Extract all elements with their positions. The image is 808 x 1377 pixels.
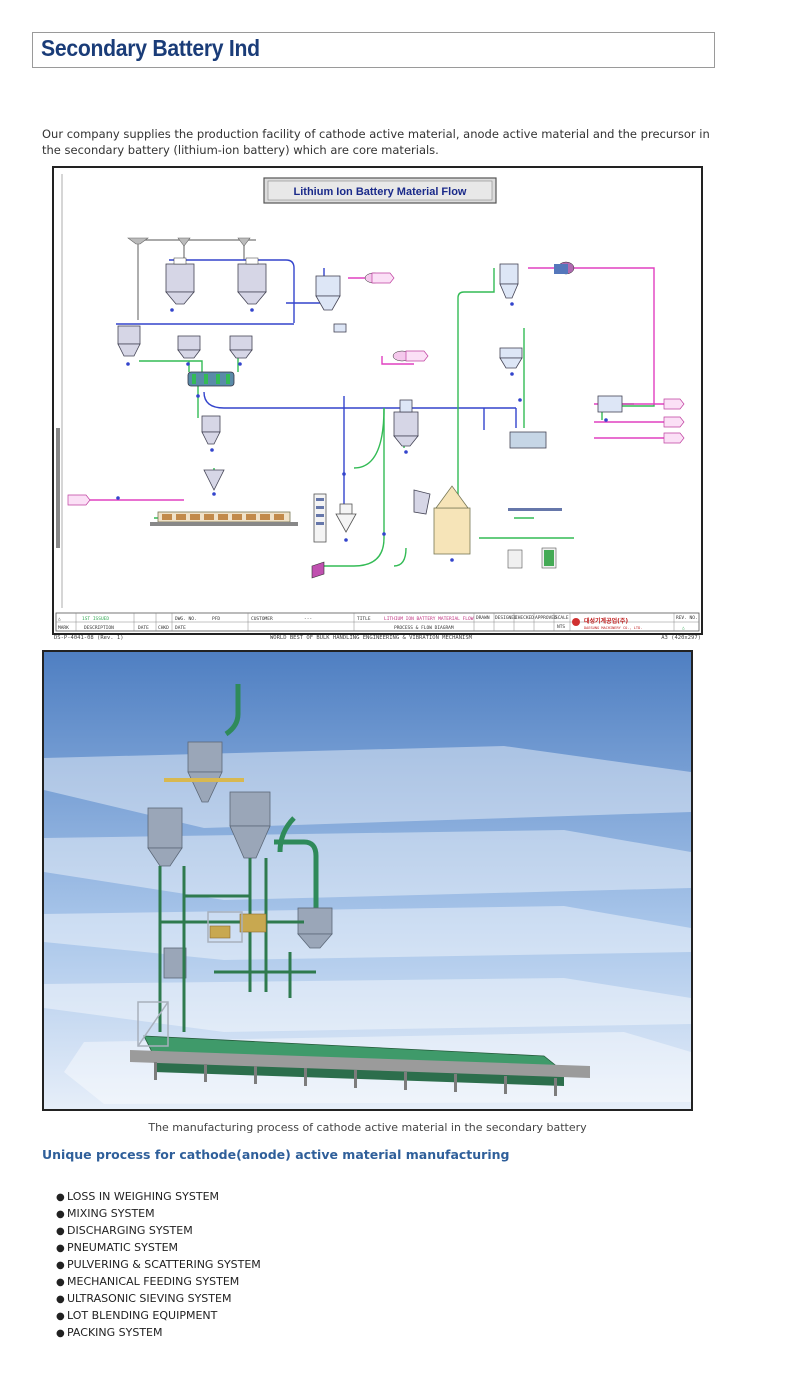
company-korean: 대성기계공업(주) xyxy=(584,617,628,625)
weighing-hopper-group xyxy=(165,257,267,305)
render-caption: The manufacturing process of cathode act… xyxy=(148,1121,587,1134)
bullet-icon: ● xyxy=(56,1243,65,1254)
scale-value: NTS xyxy=(557,624,565,630)
diagram-footer: DS-P-4041-08 (Rev. 1) WORLD BEST OF BULK… xyxy=(52,634,703,644)
diagram-banner: Lithium Ion Battery Material Flow xyxy=(294,186,467,198)
features-heading: Unique process for cathode(anode) active… xyxy=(42,1147,510,1162)
page-title-box: Secondary Battery Ind xyxy=(32,32,715,68)
bullet-icon: ● xyxy=(56,1226,65,1237)
process-flow-drawing: Lithium Ion Battery Material Flow xyxy=(55,174,700,632)
mixer-unit xyxy=(187,371,235,387)
title-line2: PROCESS & FLOW DIAGRAM xyxy=(394,625,454,631)
chkd-label: CHKD xyxy=(158,625,169,631)
first-issue: 1ST ISSUED xyxy=(82,616,109,622)
feature-item: ●MECHANICAL FEEDING SYSTEM xyxy=(56,1274,261,1291)
feature-item: ●MIXING SYSTEM xyxy=(56,1206,261,1223)
bullet-icon: ● xyxy=(56,1277,65,1288)
feature-item: ●DISCHARGING SYSTEM xyxy=(56,1223,261,1240)
revision-date-label: DATE xyxy=(138,625,149,631)
bullet-icon: ● xyxy=(56,1260,65,1271)
doc-number: DS-P-4041-08 (Rev. 1) xyxy=(54,635,124,641)
checked-label: CHECKED xyxy=(515,615,534,621)
bullet-icon: ● xyxy=(56,1192,65,1203)
drawn-label: DRAWN xyxy=(476,615,490,621)
bullet-icon: ● xyxy=(56,1311,65,1322)
feature-item: ●PACKING SYSTEM xyxy=(56,1325,261,1342)
bullet-icon: ● xyxy=(56,1294,65,1305)
feature-item: ●LOSS IN WEIGHING SYSTEM xyxy=(56,1189,261,1206)
approved-label: APPROVED xyxy=(535,615,557,621)
title-block: △ 1ST ISSUED MARK DESCRIPTION DATE CHKD … xyxy=(55,612,700,632)
paper-size: A3 (420x297) xyxy=(661,635,701,641)
mark-label: MARK xyxy=(58,625,69,631)
designed-label: DESIGNED xyxy=(495,615,517,621)
description-label: DESCRIPTION xyxy=(84,625,114,631)
intro-paragraph: Our company supplies the production faci… xyxy=(42,127,710,157)
company-logo-icon xyxy=(572,618,580,626)
feature-item: ●PNEUMATIC SYSTEM xyxy=(56,1240,261,1257)
plant-3d-render xyxy=(42,650,693,1111)
plant-render-illustration xyxy=(44,652,691,1109)
scale-label: SCALE xyxy=(555,615,569,621)
date-label: DATE xyxy=(175,625,186,631)
feature-list: ●LOSS IN WEIGHING SYSTEM ●MIXING SYSTEM … xyxy=(56,1189,261,1342)
rev-mark-icon: △ xyxy=(682,626,685,631)
footer-slogan: WORLD BEST OF BULK HANDLING ENGINEERING … xyxy=(270,635,472,641)
feature-item: ●PULVERING & SCATTERING SYSTEM xyxy=(56,1257,261,1274)
dwg-no-value: PFD xyxy=(212,616,220,622)
customer-label: CUSTOMER xyxy=(251,616,273,622)
bullet-icon: ● xyxy=(56,1328,65,1339)
company-english: DAESUNG MACHINERY CO., LTD. xyxy=(584,626,642,630)
rev-no-label: REV. NO. xyxy=(676,615,698,621)
reactor-vessel xyxy=(393,399,471,555)
kiln-furnace xyxy=(150,511,298,526)
feature-item: ●LOT BLENDING EQUIPMENT xyxy=(56,1308,261,1325)
revision-mark: △ xyxy=(58,617,61,622)
bullet-icon: ● xyxy=(56,1209,65,1220)
title-label: TITLE xyxy=(357,616,371,622)
customer-value: --- xyxy=(304,617,312,622)
title-line1: LITHIUM ION BATTERY MATERIAL FLOW xyxy=(384,616,474,622)
process-flow-diagram: Lithium Ion Battery Material Flow xyxy=(52,166,703,635)
dwg-no-label: DWG. NO. xyxy=(175,616,197,622)
page-title: Secondary Battery Ind xyxy=(41,35,260,61)
feature-item: ●ULTRASONIC SIEVING SYSTEM xyxy=(56,1291,261,1308)
